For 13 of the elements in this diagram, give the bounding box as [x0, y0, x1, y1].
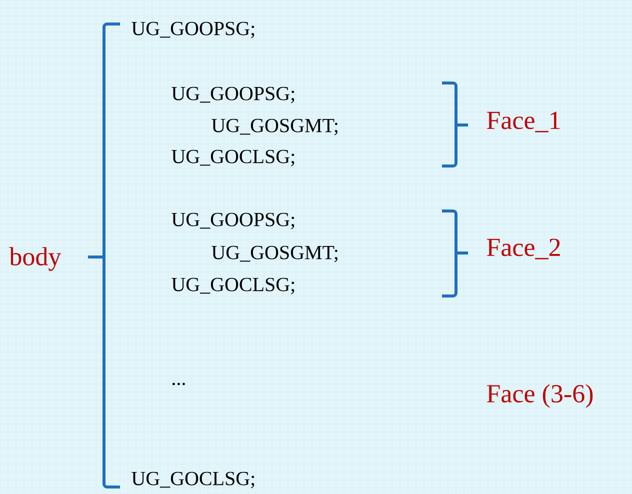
code-line: UG_GOOPSG;	[172, 212, 294, 230]
code-line: UG_GOOPSG;	[132, 22, 254, 38]
code-line: UG_GOSGMT;	[212, 246, 338, 262]
code-line: UG_GOCLSG;	[172, 278, 294, 294]
code-line: UG_GOOPSG;	[172, 86, 294, 104]
code-line: UG_GOCLSG;	[132, 472, 254, 488]
bracket-label: Face (3-6)	[486, 384, 593, 408]
bracket-label: Face_2	[486, 238, 560, 260]
bracket-label: Face_1	[486, 112, 560, 132]
code-line: UG_GOCLSG;	[172, 150, 294, 166]
code-line: ...	[172, 382, 185, 386]
bracket-label: body	[9, 247, 62, 271]
code-line: UG_GOSGMT;	[212, 118, 338, 136]
